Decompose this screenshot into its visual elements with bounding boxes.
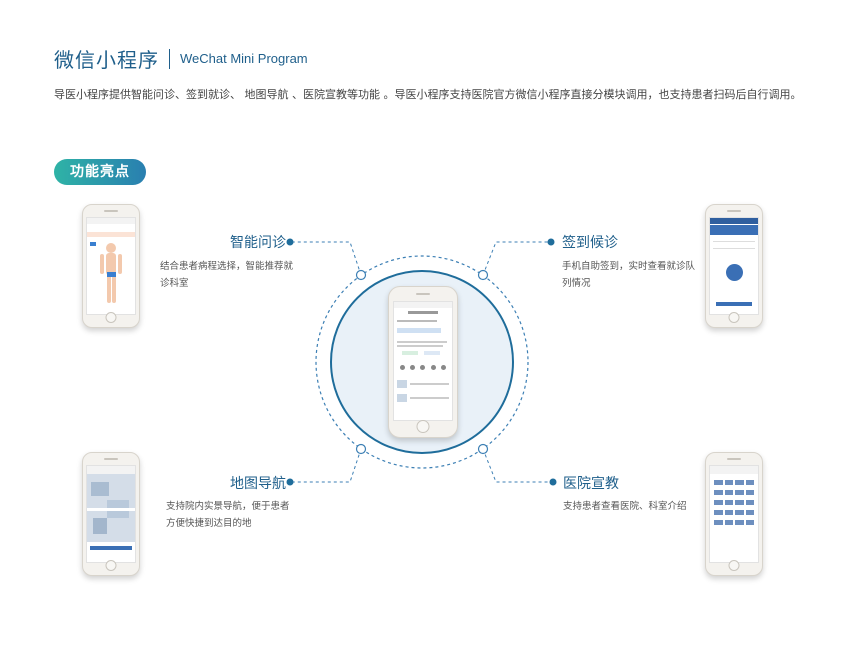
page-title: 微信小程序 [54, 48, 159, 72]
phone-mockup-edu [705, 452, 763, 576]
feature-desc-smart-line1: 结合患者病程选择，智能推荐就 [160, 261, 294, 272]
phone-screen-checkin [709, 217, 759, 315]
feature-desc-checkin-line1: 手机自助签到，实时查看就诊队 [562, 261, 696, 272]
ring-node-edu [477, 443, 489, 455]
dot-marker-edu [549, 478, 557, 486]
phone-screen-center [393, 301, 453, 421]
phone-screen-edu [709, 465, 759, 563]
page-subtitle: WeChat Mini Program [180, 51, 308, 66]
feature-title-checkin: 签到候诊 [562, 235, 618, 251]
feature-title-map: 地图导航 [230, 476, 286, 492]
connector-smart [290, 241, 362, 276]
phone-screen-smart [86, 217, 136, 315]
feature-desc-checkin: 手机自助签到，实时查看就诊队 列情况 [562, 258, 695, 292]
connector-checkin [482, 241, 548, 276]
ring-node-map [355, 443, 367, 455]
intro-text: 导医小程序提供智能问诊、签到就诊、 地图导航 、医院宣教等功能 。导医小程序支持… [54, 88, 802, 101]
phone-mockup-checkin [705, 204, 763, 328]
ring-node-checkin [477, 269, 489, 281]
title-divider [169, 48, 170, 69]
feature-desc-edu: 支持患者查看医院、科室介绍 [563, 498, 687, 515]
ring-node-smart [355, 269, 367, 281]
body-figure-icon [100, 243, 122, 303]
feature-title-edu: 医院宣教 [563, 476, 619, 492]
feature-desc-map-line2: 方便快捷到达目的地 [166, 518, 252, 529]
outer-dashed-ring [315, 255, 529, 469]
page-header: 微信小程序 WeChat Mini Program [54, 44, 308, 73]
feature-desc-smart-line2: 诊科室 [160, 278, 189, 289]
feature-desc-edu-line1: 支持患者查看医院、科室介绍 [563, 501, 687, 512]
phone-mockup-center [388, 286, 458, 438]
phone-screen-map [86, 465, 136, 563]
feature-desc-checkin-line2: 列情况 [562, 278, 591, 289]
dot-marker-checkin [547, 238, 555, 246]
phone-mockup-smart [82, 204, 140, 328]
feature-desc-map: 支持院内实景导航，便于患者 方便快捷到达目的地 [166, 498, 290, 532]
dot-marker-smart [286, 238, 294, 246]
feature-title-smart: 智能问诊 [230, 235, 286, 251]
feature-desc-smart: 结合患者病程选择，智能推荐就 诊科室 [160, 258, 293, 292]
connector-edu [482, 448, 550, 483]
phone-mockup-map [82, 452, 140, 576]
dot-marker-map [286, 478, 294, 486]
highlights-badge: 功能亮点 [54, 159, 146, 185]
feature-desc-map-line1: 支持院内实景导航，便于患者 [166, 501, 290, 512]
connector-map [290, 448, 362, 483]
